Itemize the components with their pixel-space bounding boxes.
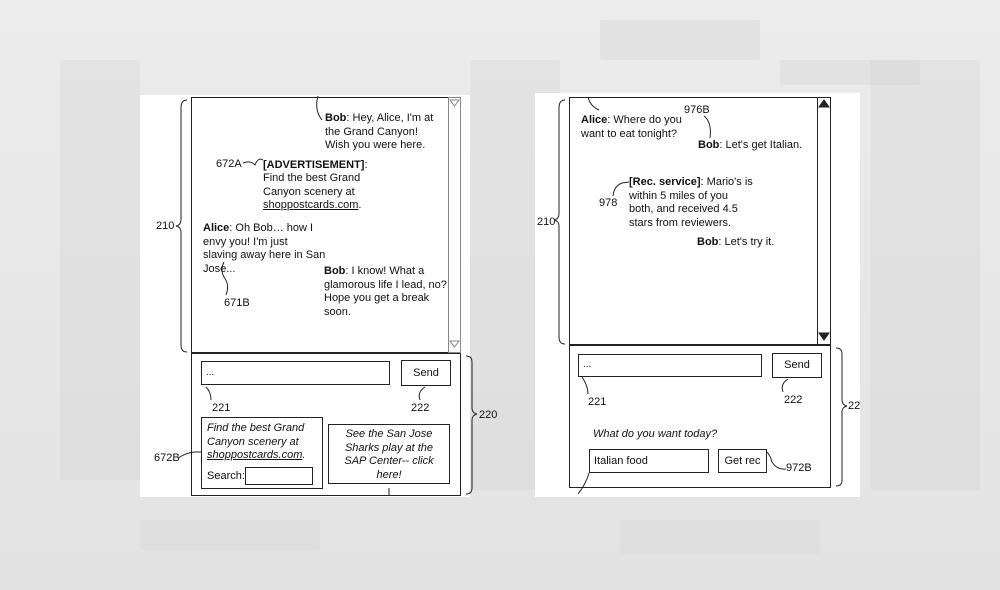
recommendation-question: What do you want today? bbox=[593, 428, 718, 440]
ref-222-left: 222 bbox=[411, 402, 430, 414]
advertisement-message-body: Find the best Grand Canyon scenery at sh… bbox=[263, 172, 362, 211]
ref-221-left: 221 bbox=[212, 402, 231, 414]
bob-message-2: Bob: I know! What a glamorous life I lea… bbox=[324, 265, 447, 318]
bob-message-right-2: Bob: Let's try it. bbox=[697, 236, 775, 248]
ref-972b: 972B bbox=[786, 462, 812, 474]
background-blur bbox=[60, 60, 140, 480]
ref-210-left: 210 bbox=[156, 220, 175, 232]
ref-976b: 976B bbox=[684, 104, 710, 116]
left-scrollbar[interactable] bbox=[448, 97, 461, 353]
right-chat-window bbox=[569, 97, 831, 345]
advertisement-message: [ADVERTISEMENT]: bbox=[263, 159, 368, 171]
background-blur bbox=[780, 60, 920, 85]
ref-672b: 672B bbox=[154, 452, 180, 464]
food-input[interactable]: Italian food bbox=[589, 449, 709, 473]
background-blur bbox=[870, 60, 980, 490]
ad-box-link[interactable]: shoppostcards.com bbox=[207, 449, 303, 461]
advertisement-link[interactable]: shoppostcards.com bbox=[263, 199, 359, 211]
background-blur bbox=[140, 520, 320, 550]
ref-210-right: 210 bbox=[537, 216, 556, 228]
message-input[interactable]: ... bbox=[201, 361, 390, 385]
right-scrollbar[interactable] bbox=[817, 97, 831, 345]
recommendation-message: [Rec. service]: Mario's is within 5 mile… bbox=[629, 176, 753, 229]
ref-220: 220 bbox=[479, 409, 498, 421]
ref-978: 978 bbox=[599, 197, 618, 209]
background-blur bbox=[600, 20, 760, 60]
ref-671b: 671B bbox=[224, 297, 250, 309]
ref-22: 22 bbox=[848, 400, 861, 412]
bob-message-right-1: Bob: Let's get Italian. bbox=[698, 139, 803, 151]
ad-box-grand-canyon[interactable]: Find the best Grand Canyon scenery at sh… bbox=[201, 417, 323, 489]
search-input[interactable] bbox=[245, 467, 313, 485]
ad-box-sharks[interactable]: See the San Jose Sharks play at the SAP … bbox=[328, 424, 450, 484]
message-input-right[interactable]: ... bbox=[578, 354, 762, 377]
ref-221-right: 221 bbox=[588, 396, 607, 408]
get-rec-button[interactable]: Get rec bbox=[718, 449, 767, 473]
send-button-right[interactable]: Send bbox=[772, 353, 822, 378]
alice-message: Alice: Oh Bob… how I envy you! I'm just … bbox=[203, 222, 326, 275]
left-chat-window bbox=[191, 97, 461, 353]
ref-222-right: 222 bbox=[784, 394, 803, 406]
search-label: Search: bbox=[207, 470, 245, 482]
bob-message-1: Bob: Hey, Alice, I'm at the Grand Canyon… bbox=[325, 112, 434, 151]
alice-message-right: Alice: Where do you want to eat tonight? bbox=[581, 114, 682, 140]
ref-672a: 672A bbox=[216, 158, 242, 170]
background-blur bbox=[620, 520, 820, 555]
send-button[interactable]: Send bbox=[401, 360, 451, 386]
